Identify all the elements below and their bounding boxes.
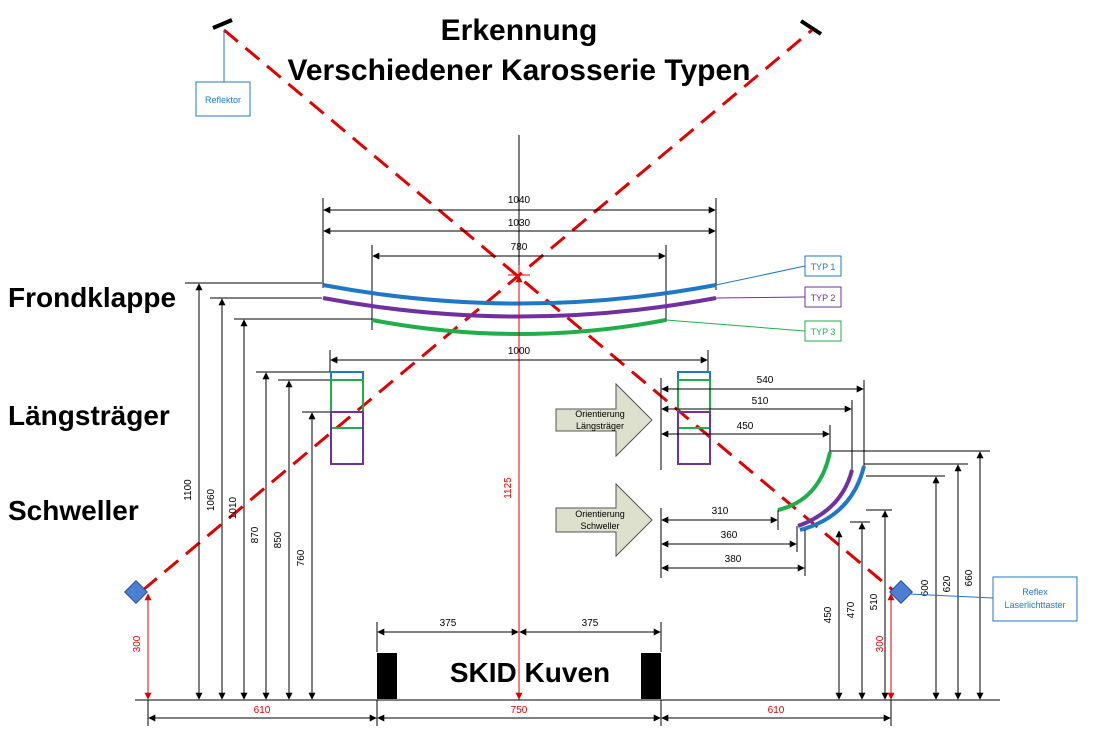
reflex-leader bbox=[908, 593, 994, 599]
typ2-label: TYP 2 bbox=[811, 293, 836, 303]
dim-450-v: 450 bbox=[823, 606, 834, 623]
section-frondklappe: Frondklappe bbox=[8, 282, 176, 313]
dim-510: 510 bbox=[752, 396, 769, 407]
typ1-box bbox=[804, 255, 842, 277]
orientation-arrow-laengstraeger bbox=[555, 382, 653, 458]
reflektor-box bbox=[195, 81, 251, 117]
orientation-schweller-line2: Schweller bbox=[580, 521, 619, 531]
dim-470: 470 bbox=[846, 601, 857, 618]
typ3-box bbox=[804, 320, 842, 342]
orientation-laengstraeger-line2: Längsträger bbox=[576, 421, 624, 431]
schweller-curve-typ2 bbox=[797, 469, 854, 528]
dim-375-right: 375 bbox=[582, 618, 599, 629]
dim-300-right: 300 bbox=[875, 635, 886, 652]
sensor-left-icon bbox=[123, 579, 149, 605]
dim-1000: 1000 bbox=[508, 346, 531, 357]
laengstraeger-right-typ2 bbox=[677, 411, 711, 465]
dim-610-right: 610 bbox=[768, 705, 785, 716]
orientation-schweller-line1: Orientierung bbox=[575, 509, 625, 519]
dim-780: 780 bbox=[511, 242, 528, 253]
dim-1010: 1010 bbox=[228, 496, 239, 519]
title-line-2: Verschiedener Karosserie Typen bbox=[287, 54, 750, 87]
laser-beam-right bbox=[223, 28, 896, 594]
typ1-leader bbox=[715, 265, 806, 286]
dim-870: 870 bbox=[250, 526, 261, 543]
orientation-arrow-schweller bbox=[555, 482, 653, 558]
dim-380: 380 bbox=[725, 554, 742, 565]
typ1-label: TYP 1 bbox=[811, 262, 836, 272]
skid-left-block bbox=[377, 653, 397, 699]
laengstraeger-left-typ2 bbox=[330, 411, 364, 465]
dim-450: 450 bbox=[737, 421, 754, 432]
schweller-curve-typ1 bbox=[799, 465, 866, 532]
dim-1060: 1060 bbox=[206, 488, 217, 511]
dim-1100: 1100 bbox=[183, 479, 194, 501]
typ3-leader bbox=[665, 319, 806, 332]
section-laengstraeger: Längsträger bbox=[8, 400, 170, 431]
orientation-laengstraeger-line1: Orientierung bbox=[575, 409, 625, 419]
dim-510-v: 510 bbox=[869, 593, 880, 610]
dim-750: 750 bbox=[511, 705, 528, 716]
skid-label: SKID Kuven bbox=[450, 657, 610, 688]
reflektor-label: Reflektor bbox=[205, 95, 241, 105]
dim-610-left: 610 bbox=[254, 705, 271, 716]
dim-300-left: 300 bbox=[132, 635, 143, 652]
reflex-label-line1: Reflex bbox=[1022, 587, 1048, 597]
section-schweller: Schweller bbox=[8, 495, 139, 526]
laengstraeger-right-typ3 bbox=[677, 379, 711, 429]
dim-310: 310 bbox=[712, 506, 729, 517]
dim-850: 850 bbox=[273, 531, 284, 548]
dim-620: 620 bbox=[942, 575, 953, 592]
typ2-box bbox=[804, 286, 842, 308]
laser-beam-left bbox=[142, 28, 813, 592]
dim-760: 760 bbox=[296, 549, 307, 566]
dim-540: 540 bbox=[757, 375, 774, 386]
dim-1030: 1030 bbox=[508, 218, 531, 229]
skid-right-block bbox=[641, 653, 661, 699]
schweller-curve-typ3 bbox=[777, 451, 832, 512]
reflex-box bbox=[992, 576, 1078, 622]
dim-600: 600 bbox=[920, 579, 931, 596]
sensor-right-icon bbox=[888, 579, 914, 605]
dim-360: 360 bbox=[721, 530, 738, 541]
dim-1125: 1125 bbox=[503, 477, 514, 499]
reflex-label-line2: Laserlichttaster bbox=[1004, 600, 1065, 610]
dim-1040: 1040 bbox=[508, 195, 531, 206]
title-line-1: Erkennung bbox=[441, 14, 598, 47]
laengstraeger-left-typ3 bbox=[330, 379, 364, 429]
typ2-leader bbox=[715, 296, 806, 299]
dim-375-left: 375 bbox=[440, 618, 457, 629]
reflector-right-mark bbox=[799, 19, 823, 36]
dim-660: 660 bbox=[964, 569, 975, 586]
reflector-left-mark bbox=[212, 18, 233, 30]
typ3-label: TYP 3 bbox=[811, 327, 836, 337]
